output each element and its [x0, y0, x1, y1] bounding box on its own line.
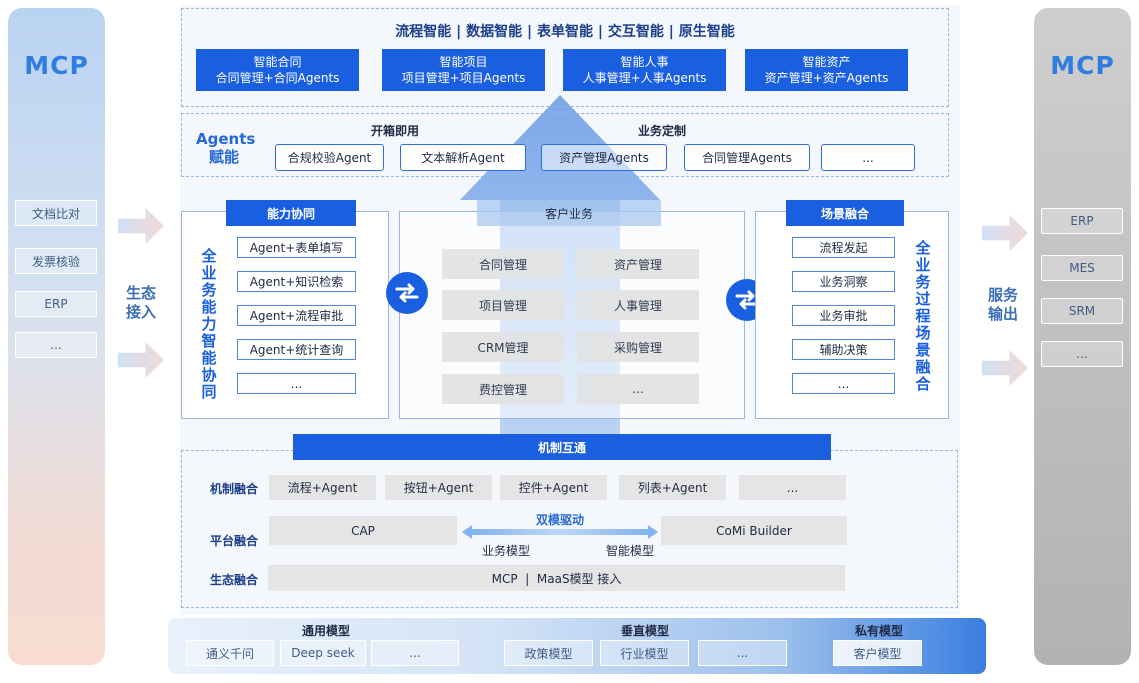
- smart-hr-card[interactable]: 智能人事 人事管理+人事Agents: [563, 49, 726, 91]
- mcp-right-item: ...: [1041, 341, 1123, 367]
- vertical-model-heading: 垂直模型: [620, 623, 669, 638]
- card-title: 智能资产: [802, 55, 851, 69]
- capability-item[interactable]: Agent+流程审批: [237, 305, 356, 326]
- input-arrow-icon: [118, 208, 164, 244]
- mechanism-item[interactable]: 按钮+Agent: [385, 475, 492, 500]
- smart-project-card[interactable]: 智能项目 项目管理+项目Agents: [382, 49, 545, 91]
- mechanism-header: 机制互通: [293, 434, 831, 460]
- mechanism-item[interactable]: ...: [739, 475, 846, 500]
- scene-fusion-header: 场景融合: [786, 200, 904, 226]
- out-of-box-heading: 开箱即用: [370, 123, 419, 138]
- mcp-right-panel: MCP ERP MES SRM ...: [1034, 8, 1131, 665]
- agent-pill-more[interactable]: ...: [821, 144, 915, 171]
- input-arrow-icon: [118, 342, 164, 378]
- scene-item[interactable]: ...: [792, 373, 895, 394]
- ecosystem-input-label: 生态接入: [125, 284, 156, 321]
- scene-item[interactable]: 辅助决策: [792, 339, 895, 360]
- agents-label: Agents赋能: [196, 130, 256, 166]
- platform-fusion-label: 平台融合: [209, 533, 258, 548]
- business-item[interactable]: 合同管理: [442, 249, 564, 279]
- mechanism-fusion-label: 机制融合: [209, 481, 258, 496]
- business-item[interactable]: 费控管理: [442, 374, 564, 404]
- intelligence-title: 流程智能 | 数据智能 | 表单智能 | 交互智能 | 原生智能: [395, 24, 735, 40]
- mechanism-item[interactable]: 流程+Agent: [269, 475, 376, 500]
- mcp-left-title: MCP: [24, 50, 89, 80]
- card-title: 智能合同: [253, 55, 302, 69]
- model-item[interactable]: 通义千问: [186, 640, 274, 666]
- agents-section: [181, 113, 949, 177]
- double-arrow-icon: [462, 525, 658, 539]
- output-arrow-icon: [982, 215, 1028, 251]
- card-subtitle: 人事管理+人事Agents: [582, 71, 707, 85]
- business-model-label: 业务模型: [481, 543, 530, 558]
- card-subtitle: 项目管理+项目Agents: [401, 71, 526, 85]
- capability-vertical-text: 全业务能力智能协同: [201, 246, 217, 401]
- cap-box[interactable]: CAP: [269, 516, 457, 545]
- custom-heading: 业务定制: [637, 123, 686, 138]
- capability-item[interactable]: Agent+知识检索: [237, 271, 356, 292]
- mcp-right-title: MCP: [1050, 50, 1115, 80]
- scene-vertical-text: 全业务过程场景融合: [915, 238, 931, 393]
- model-item[interactable]: 政策模型: [504, 640, 593, 666]
- scene-item[interactable]: 流程发起: [792, 237, 895, 258]
- intelligent-model-label: 智能模型: [605, 543, 654, 558]
- output-arrow-icon: [982, 350, 1028, 386]
- agent-pill-text-parse[interactable]: 文本解析Agent: [400, 144, 526, 171]
- smart-contract-card[interactable]: 智能合同 合同管理+合同Agents: [196, 49, 359, 91]
- mcp-maas-bar[interactable]: MCP | MaaS模型 接入: [268, 565, 845, 591]
- swap-arrows-icon: [386, 272, 428, 314]
- capability-item[interactable]: Agent+统计查询: [237, 339, 356, 360]
- customer-business-header: 客户业务: [477, 200, 661, 226]
- mcp-left-item: 文档比对: [15, 200, 97, 226]
- business-item[interactable]: 资产管理: [577, 249, 699, 279]
- smart-asset-card[interactable]: 智能资产 资产管理+资产Agents: [745, 49, 908, 91]
- private-model-heading: 私有模型: [854, 623, 903, 638]
- dual-mode-label: 双模驱动: [535, 512, 584, 527]
- agent-pill-compliance[interactable]: 合规校验Agent: [275, 144, 384, 171]
- mcp-left-item: ...: [15, 332, 97, 358]
- agent-pill-contract[interactable]: 合同管理Agents: [684, 144, 810, 171]
- business-item[interactable]: 采购管理: [577, 332, 699, 362]
- model-item[interactable]: ...: [371, 640, 459, 666]
- service-output-label: 服务输出: [987, 286, 1018, 323]
- business-item[interactable]: ...: [577, 374, 699, 404]
- card-title: 智能人事: [620, 55, 669, 69]
- mechanism-item[interactable]: 列表+Agent: [619, 475, 726, 500]
- mcp-left-panel: MCP 文档比对 发票核验 ERP ...: [8, 8, 105, 665]
- model-item[interactable]: ...: [698, 640, 787, 666]
- business-item[interactable]: 人事管理: [577, 290, 699, 320]
- agent-pill-asset[interactable]: 资产管理Agents: [541, 144, 667, 171]
- mcp-right-item: ERP: [1041, 208, 1123, 234]
- capability-header: 能力协同: [226, 200, 356, 226]
- model-item[interactable]: 客户模型: [833, 640, 922, 666]
- card-title: 智能项目: [439, 55, 488, 69]
- model-item[interactable]: 行业模型: [600, 640, 689, 666]
- business-item[interactable]: 项目管理: [442, 290, 564, 320]
- mcp-left-item: 发票核验: [15, 248, 97, 274]
- mcp-right-item: SRM: [1041, 298, 1123, 324]
- mechanism-item[interactable]: 控件+Agent: [500, 475, 607, 500]
- scene-item[interactable]: 业务洞察: [792, 271, 895, 292]
- business-item[interactable]: CRM管理: [442, 332, 564, 362]
- mcp-left-item: ERP: [15, 291, 97, 317]
- card-subtitle: 合同管理+合同Agents: [215, 71, 340, 85]
- general-model-heading: 通用模型: [301, 623, 350, 638]
- model-item[interactable]: Deep seek: [280, 640, 366, 666]
- scene-item[interactable]: 业务审批: [792, 305, 895, 326]
- mcp-right-item: MES: [1041, 255, 1123, 281]
- card-subtitle: 资产管理+资产Agents: [764, 71, 889, 85]
- capability-item[interactable]: Agent+表单填写: [237, 237, 356, 258]
- capability-item[interactable]: ...: [237, 373, 356, 394]
- ecosystem-fusion-label: 生态融合: [209, 572, 258, 587]
- top-intelligence-section: [181, 8, 949, 107]
- comi-builder-box[interactable]: CoMi Builder: [661, 516, 847, 545]
